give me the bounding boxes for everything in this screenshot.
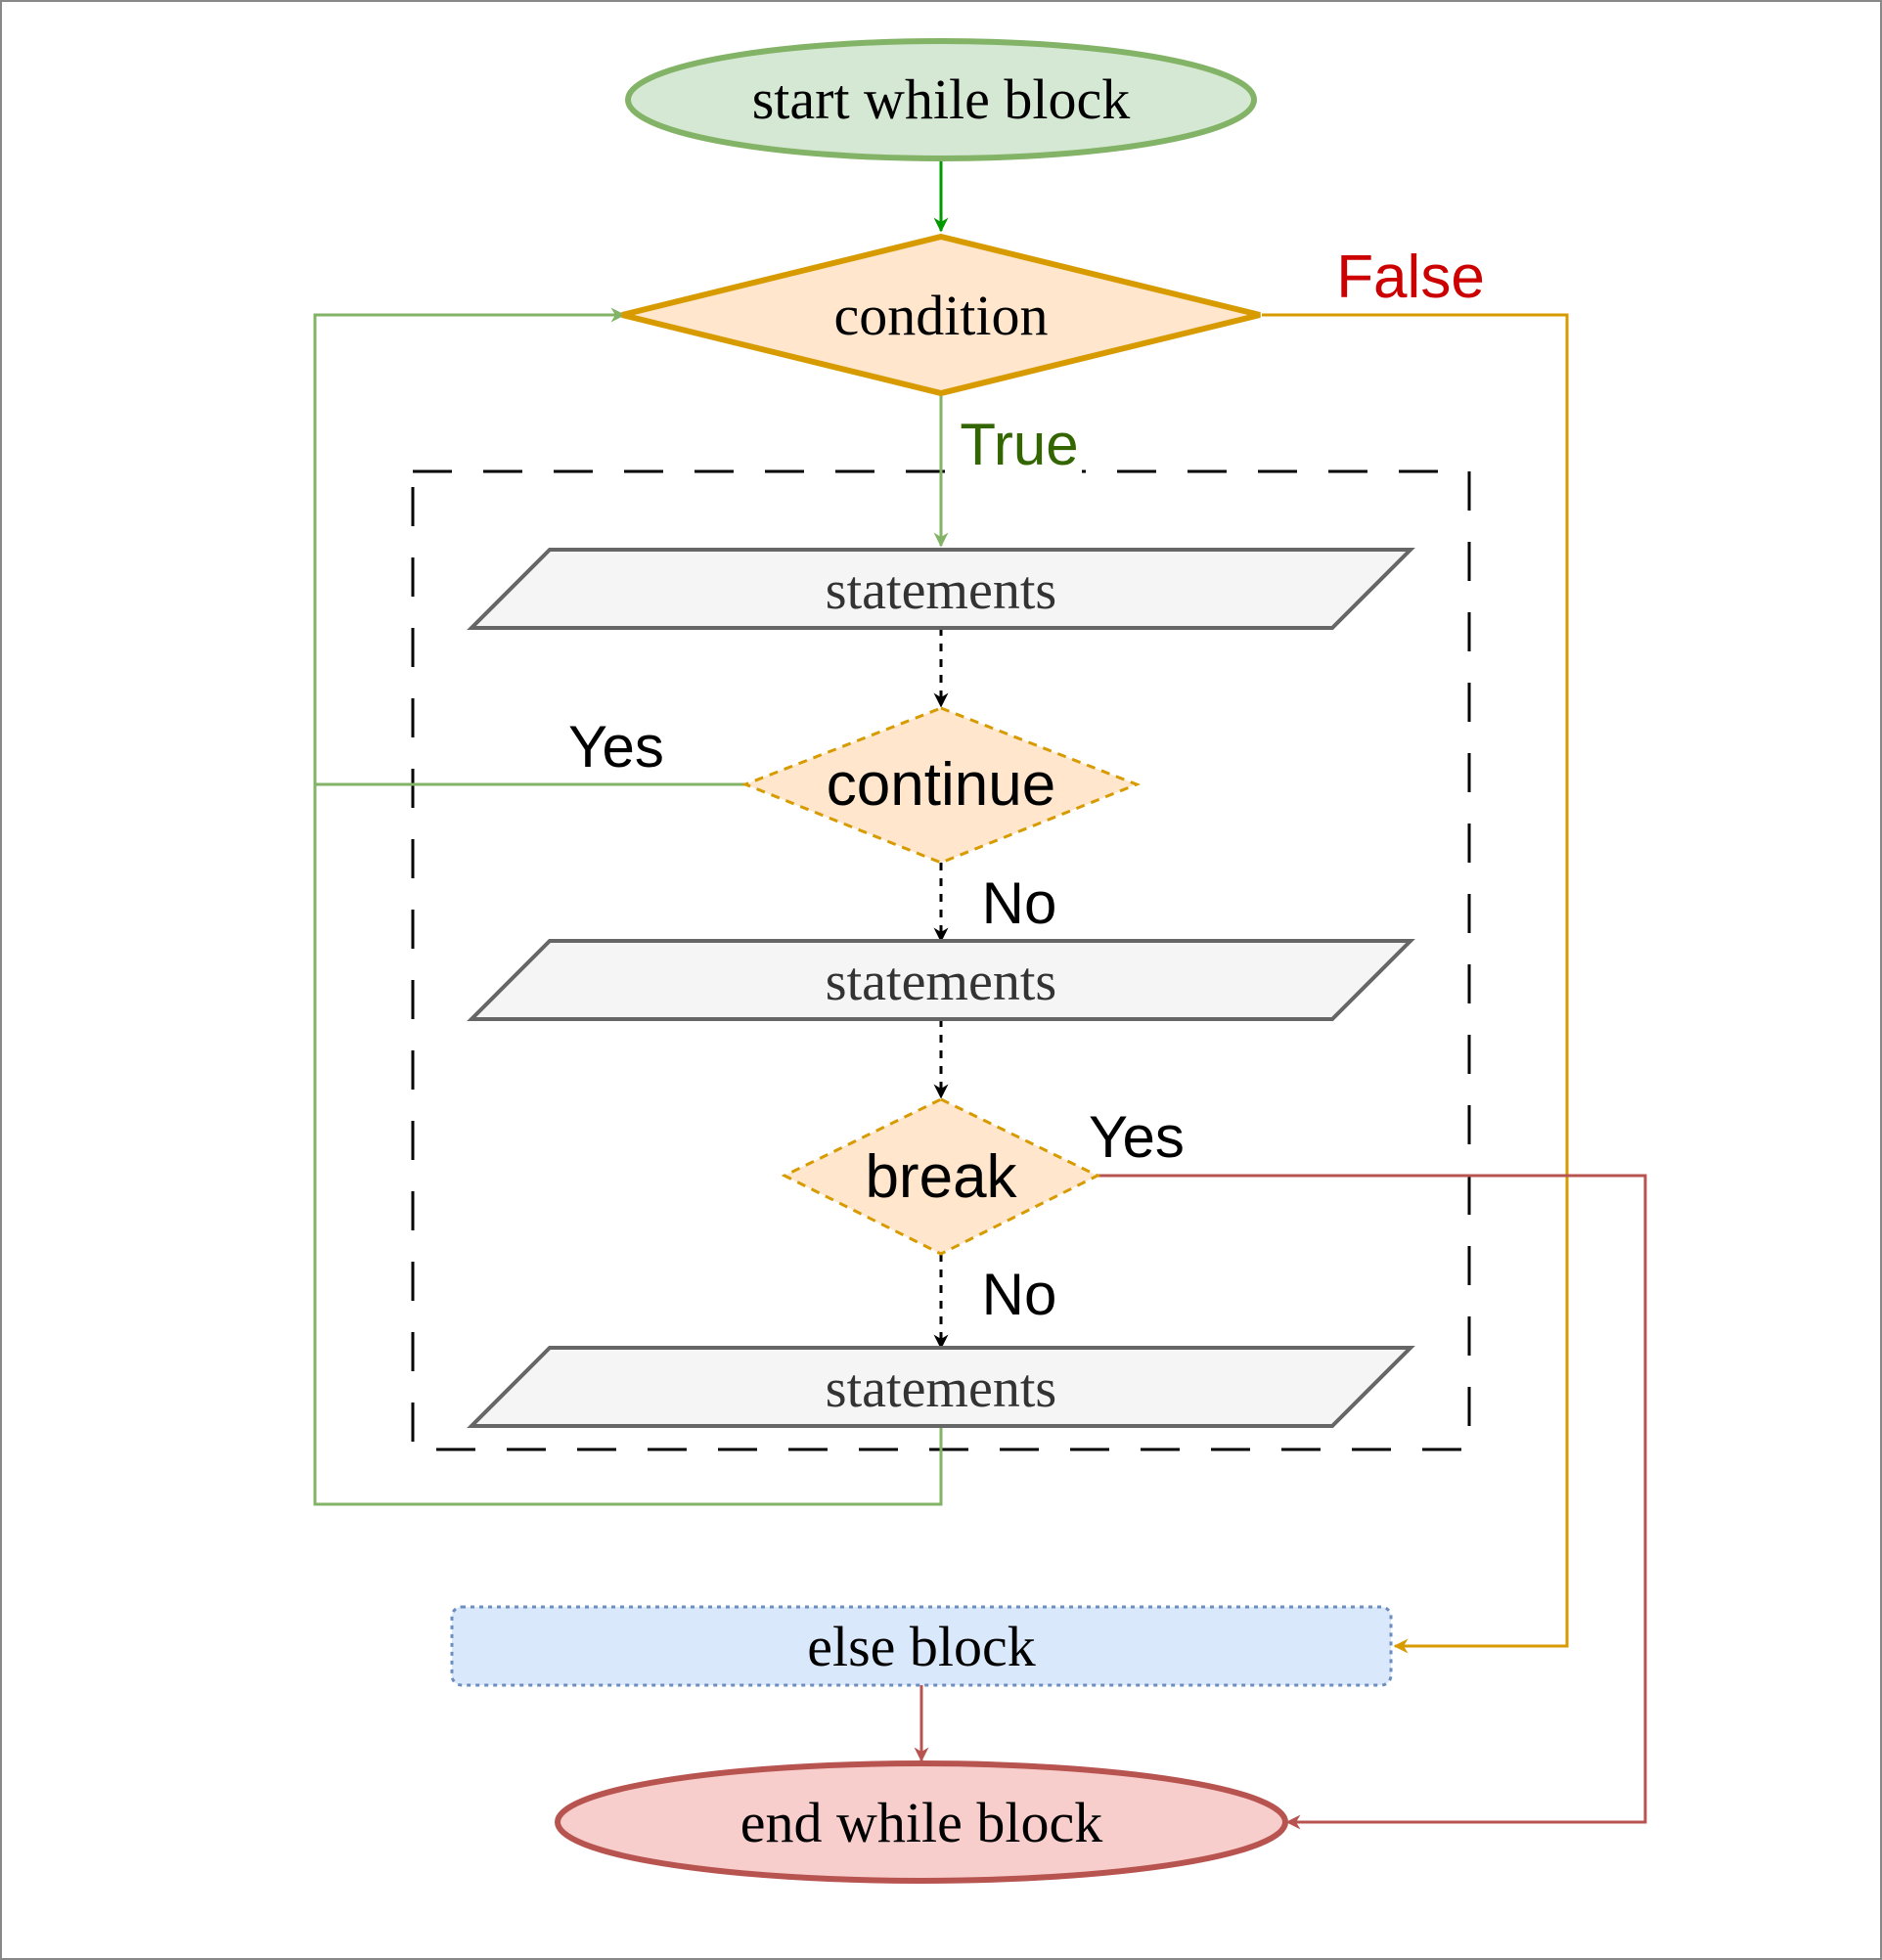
- edge-condition-false: [1262, 313, 1569, 1654]
- else-block-node-label: else block: [807, 1615, 1036, 1678]
- statements-node-2: statements: [467, 939, 1415, 1021]
- else-block-node: else block: [450, 1605, 1393, 1687]
- statements-node-3: statements: [467, 1346, 1415, 1428]
- break-node: break: [781, 1097, 1101, 1256]
- break-no-label: No: [982, 1262, 1057, 1327]
- start-node-label: start while block: [752, 67, 1131, 131]
- start-node: start while block: [625, 38, 1257, 161]
- statements-node-3-label: statements: [826, 1359, 1056, 1419]
- continue-no-label: No: [982, 870, 1057, 936]
- continue-yes-label: Yes: [568, 714, 664, 780]
- condition-node: condition: [621, 233, 1261, 397]
- break-node-label: break: [865, 1143, 1017, 1211]
- continue-node: continue: [740, 706, 1142, 865]
- edge-continue-yes: [313, 307, 745, 786]
- continue-node-label: continue: [827, 751, 1055, 819]
- statements-node-2-label: statements: [826, 952, 1056, 1012]
- statements-node-1: statements: [467, 548, 1415, 630]
- end-node: end while block: [555, 1760, 1288, 1884]
- statements-node-1-label: statements: [826, 560, 1056, 621]
- end-node-label: end while block: [740, 1791, 1102, 1854]
- edge-break-yes: [1098, 1174, 1647, 1830]
- condition-node-label: condition: [833, 284, 1048, 347]
- edge-statements3-loop-back: [313, 784, 943, 1506]
- false-label: False: [1336, 244, 1485, 311]
- break-yes-label: Yes: [1089, 1104, 1185, 1170]
- true-label-background: [953, 411, 1082, 475]
- true-label: True: [960, 412, 1078, 477]
